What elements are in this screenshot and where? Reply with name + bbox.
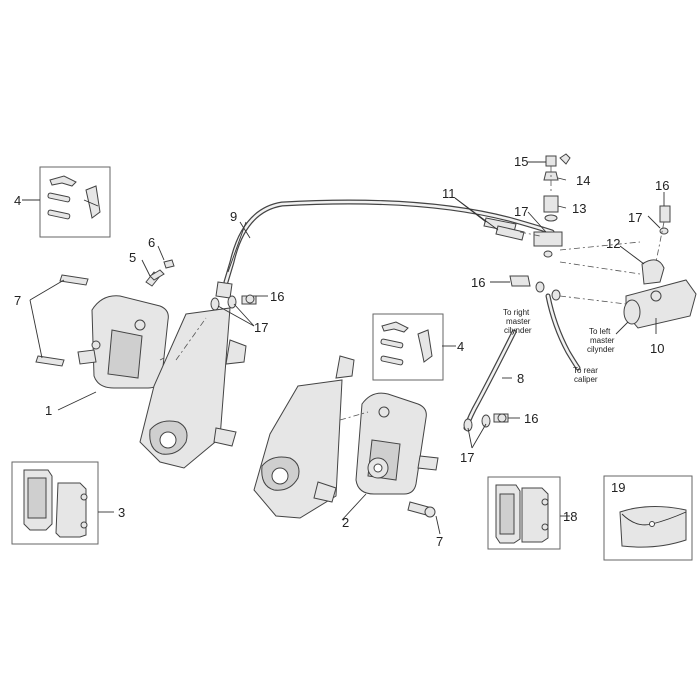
- caliper-bolt-upper: [59, 274, 89, 286]
- left-front-caliper: [77, 295, 169, 389]
- svg-text:To right: To right: [503, 308, 530, 317]
- svg-text:cilynder: cilynder: [504, 326, 532, 335]
- pressure-switch: [545, 153, 571, 167]
- svg-text:caliper: caliper: [574, 375, 598, 384]
- callout-3: 3: [118, 505, 125, 520]
- callout-7-right: 7: [436, 534, 443, 549]
- svg-text:To left: To left: [589, 327, 611, 336]
- front-brake-hose-long: [215, 199, 555, 299]
- bolt-right-16: [659, 205, 671, 223]
- callout-16-left: 16: [270, 289, 284, 304]
- note-left-master-cylinder: To left master cilynder: [587, 327, 615, 354]
- callout-19: 19: [611, 480, 625, 495]
- caliper-bolt-lower: [35, 355, 65, 367]
- callout-7-left: 7: [14, 293, 21, 308]
- callout-16-center: 16: [471, 275, 485, 290]
- callout-5: 5: [129, 250, 136, 265]
- svg-text:To rear: To rear: [573, 366, 598, 375]
- bolts-11: [483, 217, 525, 241]
- callout-2: 2: [342, 515, 349, 530]
- hose-to-rear-caliper: [545, 293, 581, 371]
- callout-17-left: 17: [254, 320, 268, 335]
- master-cylinder: [623, 259, 697, 329]
- left-fork-leg: [139, 307, 247, 469]
- washer-right-17: [659, 227, 669, 235]
- banjo-connector-center: [533, 231, 563, 258]
- callout-4-top-left: 4: [14, 193, 21, 208]
- right-front-caliper: [355, 392, 439, 495]
- callout-17-center: 17: [514, 204, 528, 219]
- callout-13: 13: [572, 201, 586, 216]
- callout-17-middle: 17: [460, 450, 474, 465]
- banjo-fitting-left: [210, 294, 257, 311]
- callout-8: 8: [517, 371, 524, 386]
- note-rear-caliper: To rear caliper: [573, 366, 598, 384]
- banjo-bolt-lower-right: [509, 275, 561, 301]
- callout-6: 6: [148, 235, 155, 250]
- callout-16-right: 16: [655, 178, 669, 193]
- note-right-master-cylinder: To right master cilynder: [503, 308, 532, 335]
- callout-18: 18: [563, 509, 577, 524]
- callouts: 4 7 1 3 5 6 9 16 17 2 4 7 16 17 8 18 19 …: [14, 154, 669, 549]
- callout-9: 9: [230, 209, 237, 224]
- callout-12: 12: [606, 236, 620, 251]
- caliper-bolt-right: [407, 501, 436, 518]
- leader-lines: [22, 161, 665, 535]
- svg-text:cilynder: cilynder: [587, 345, 615, 354]
- bleeder-screw: [145, 269, 165, 287]
- callout-10: 10: [650, 341, 664, 356]
- kit-box-middle: [372, 313, 444, 381]
- brake-pads-box-right: [487, 476, 561, 550]
- svg-text:master: master: [506, 317, 531, 326]
- bleeder-cap: [163, 259, 175, 269]
- callout-1: 1: [45, 403, 52, 418]
- brake-pads-box-left: [11, 461, 99, 545]
- callout-14: 14: [576, 173, 590, 188]
- protective-cover-box: [603, 475, 693, 561]
- svg-text:master: master: [590, 336, 615, 345]
- callout-11: 11: [442, 186, 456, 201]
- banjo-bolt-center: [543, 195, 559, 222]
- callout-16-middle: 16: [524, 411, 538, 426]
- right-fork-leg: [253, 355, 355, 519]
- callout-15: 15: [514, 154, 528, 169]
- kit-box-top-left: [39, 166, 111, 238]
- callout-17-right: 17: [628, 210, 642, 225]
- callout-4-middle: 4: [457, 339, 464, 354]
- front-brake-hose-short: [463, 329, 517, 432]
- assembly-lines: [159, 166, 665, 421]
